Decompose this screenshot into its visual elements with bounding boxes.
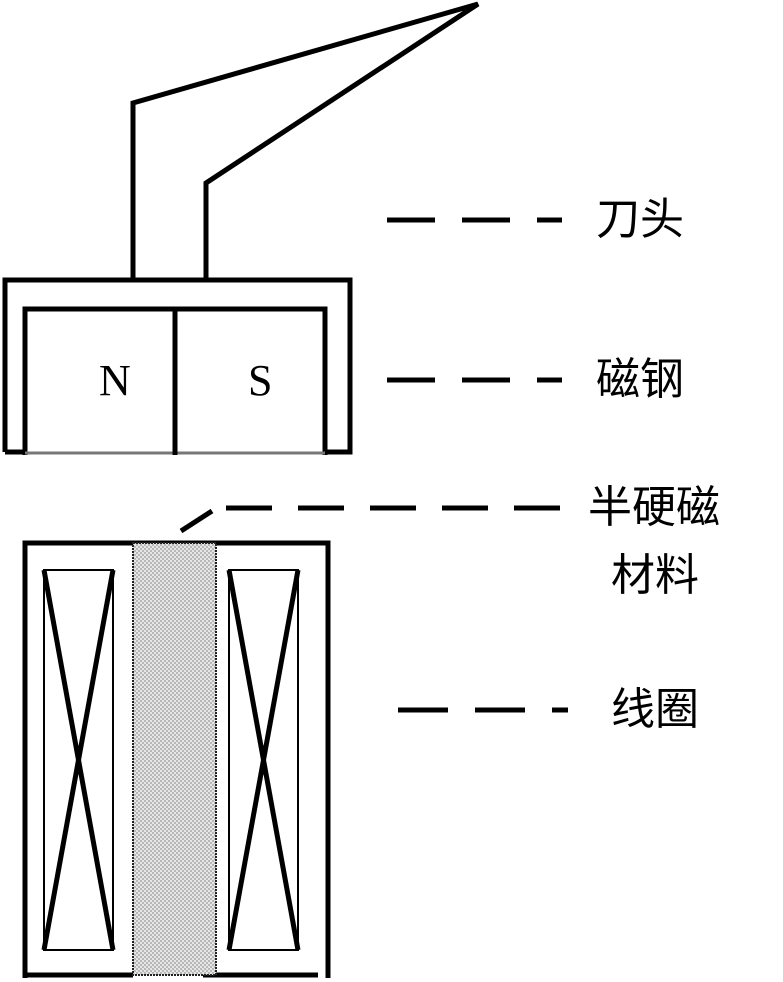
label-blade: 刀头 [596, 194, 684, 245]
coil-winding-right [226, 569, 301, 951]
north-pole-label: N [99, 356, 131, 405]
blade-shape [130, 1, 480, 279]
label-magnet: 磁钢 [596, 354, 684, 405]
semi-hard-core [132, 542, 217, 976]
label-coil: 线圈 [611, 684, 699, 735]
label-semi-hard-line2: 材料 [611, 550, 699, 601]
coil-winding-left [41, 569, 116, 951]
leader-semi-hard [179, 505, 560, 534]
label-semi-hard-line1: 半硬磁 [588, 482, 720, 533]
magnet-yoke [2, 277, 353, 455]
south-pole-label: S [248, 356, 273, 405]
